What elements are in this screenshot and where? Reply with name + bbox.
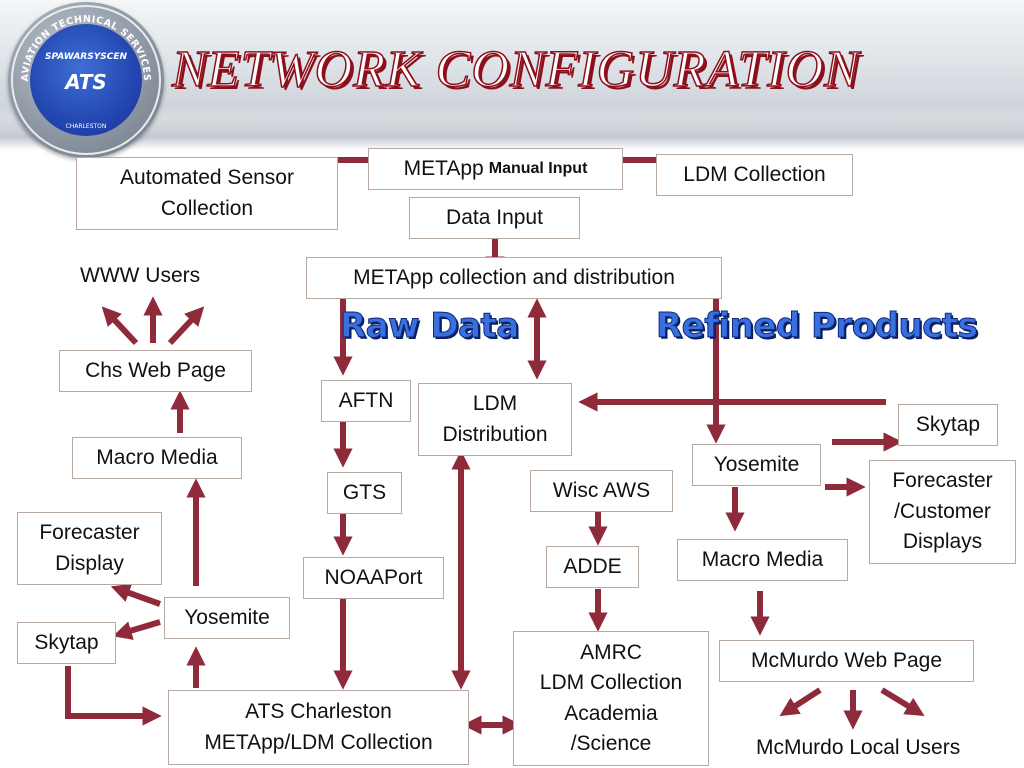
node-yosemite-left: Yosemite [164,597,290,639]
node-www-users: WWW Users [80,264,201,287]
arrow-chs-up-left [101,306,139,346]
node-forecaster-customer: Forecaster /Customer Displays [869,460,1016,564]
node-wisc-aws: Wisc AWS [530,470,673,512]
node-macro-media-right: Macro Media [677,539,848,581]
node-noaaport: NOAAPort [303,557,444,599]
node-chs-web-page: Chs Web Page [59,350,252,392]
header-shade [0,118,1024,150]
refined-products-label: Refined Products [655,306,978,347]
node-skytap-right: Skytap [898,404,998,446]
arrow-skytap-to-ats [65,666,162,726]
logo-center-main-text: ATS [65,70,107,94]
node-mcmurdo-web: McMurdo Web Page [719,640,974,682]
node-skytap-left: Skytap [17,622,116,664]
node-macro-media-left: Macro Media [72,437,242,479]
node-data-input: Data Input [409,197,580,239]
node-ldm-distribution: LDM Distribution [418,383,572,456]
node-ats-charleston: ATS Charleston METApp/LDM Collection [168,690,469,765]
arrow-mcmurdo-down-right [880,687,925,717]
node-yosemite-right: Yosemite [692,444,821,486]
node-metapp-manual-suffix: Manual Input [488,160,588,178]
node-metapp-manual-label: METApp [403,156,484,180]
node-metapp-collection: METApp collection and distribution [306,257,722,299]
logo-center-top-text: SPAWARSYSCEN [45,52,127,62]
node-ldm-collection-top: LDM Collection [656,154,853,196]
node-gts: GTS [327,472,402,514]
logo-ring-bottom-text: CHARLESTON [65,123,107,130]
node-amrc: AMRC LDM Collection Academia /Science [513,631,709,766]
node-automated-sensor: Automated Sensor Collection [76,157,338,230]
arrow-yosemite-to-skytap [112,619,161,640]
slide-title: NETWORK CONFIGURATION [171,40,860,99]
node-mcmurdo-users: McMurdo Local Users [756,736,961,759]
ats-logo: AVIATION TECHNICAL SERVICES SPAWARSYSCEN… [8,2,164,158]
arrow-mcmurdo-down-left [779,687,822,717]
raw-data-label: Raw Data [340,306,520,347]
arrow-chs-up-right [167,306,205,346]
node-adde: ADDE [546,546,639,588]
node-aftn: AFTN [321,380,411,422]
logo-center: SPAWARSYSCEN ATS [30,24,142,136]
arrow-yosemite-to-forecaster [110,583,162,607]
node-forecaster-display: Forecaster Display [17,512,162,585]
